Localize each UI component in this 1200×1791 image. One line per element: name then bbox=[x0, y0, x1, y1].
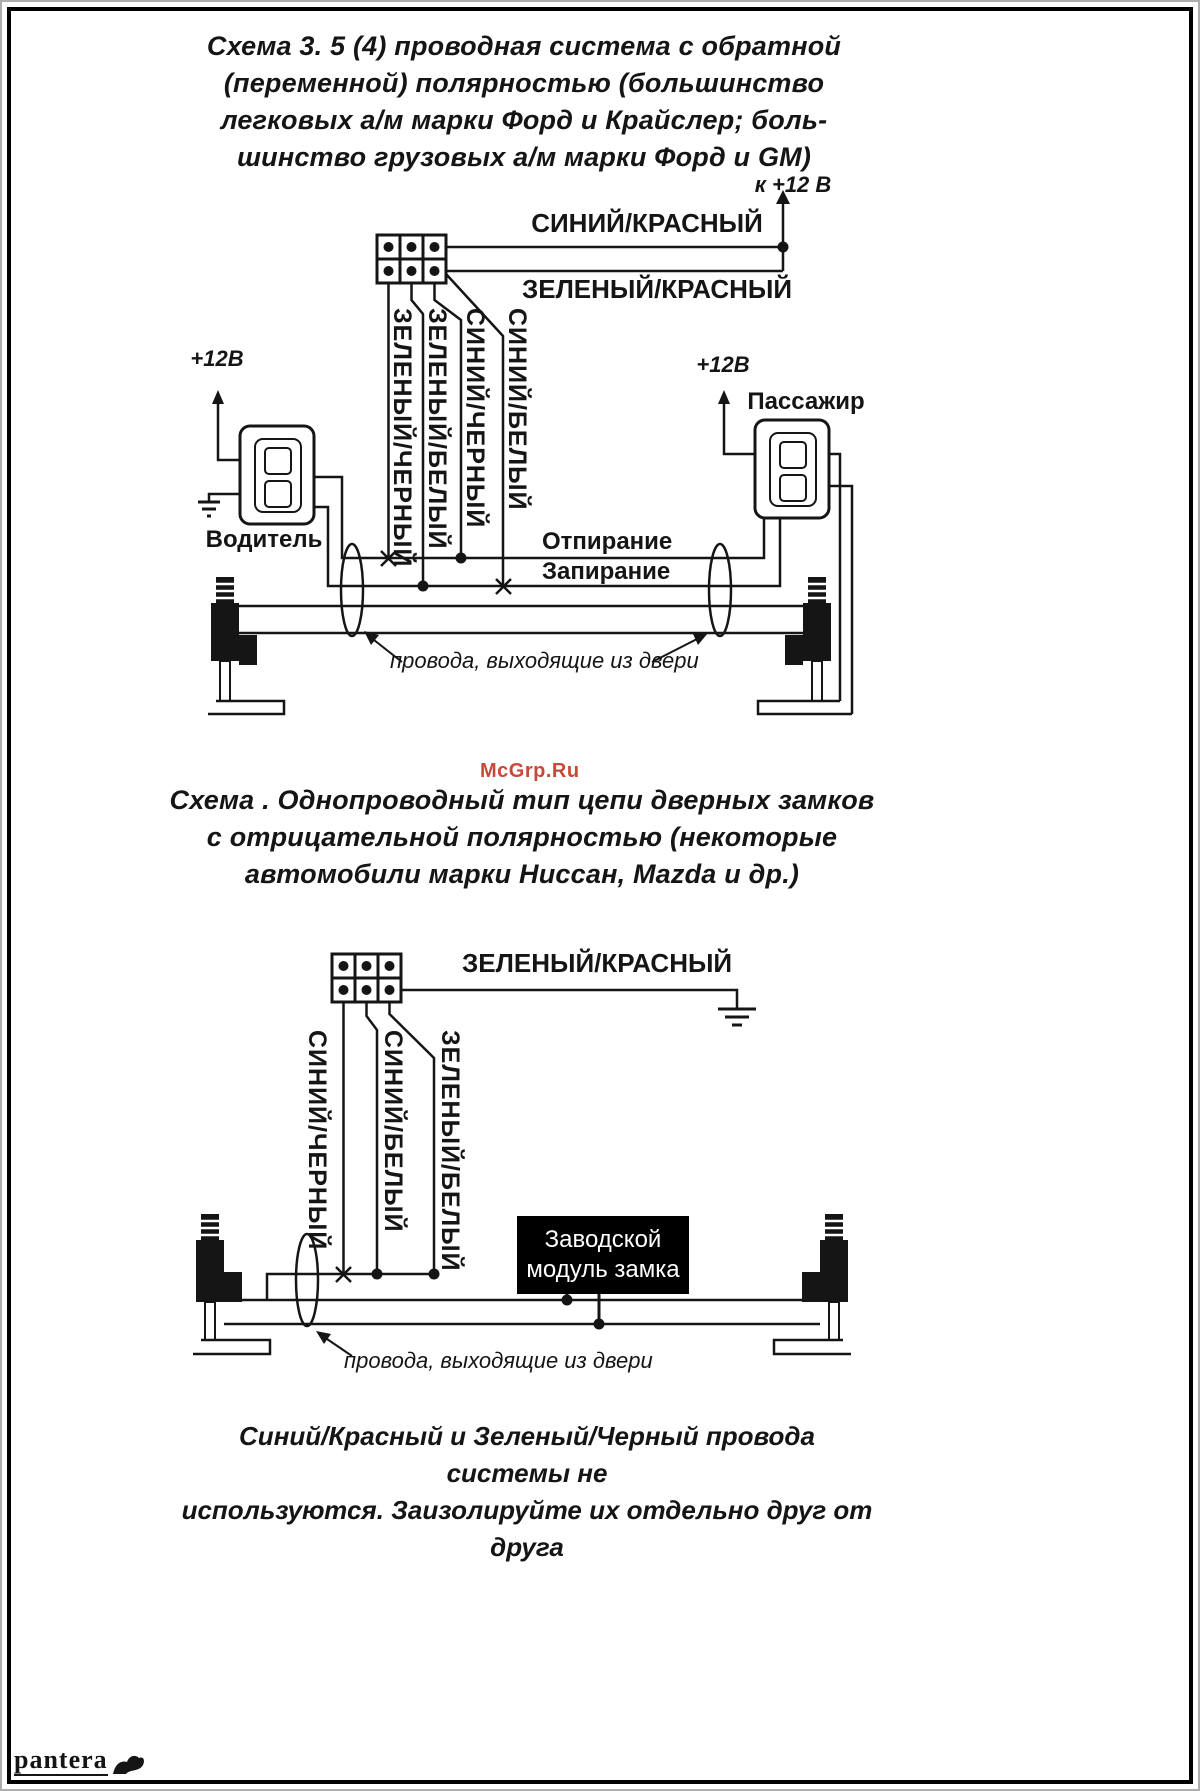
unlock-label: Отпирание bbox=[542, 528, 673, 555]
junction-dot bbox=[371, 1268, 383, 1280]
lock-wire-run bbox=[314, 505, 782, 588]
wire-blue-black-label: СИНИЙ/ЧЕРНЫЙ bbox=[461, 308, 489, 529]
wire-green-red-label-2: ЗЕЛЕНЫЙ/КРАСНЫЙ bbox=[462, 948, 733, 978]
grommet-right-1 bbox=[707, 542, 733, 638]
diagram2-title-line: автомобили марки Ниссан, Mazda и др.) bbox=[244, 859, 800, 889]
system-wire-drops-1 bbox=[387, 273, 505, 586]
diagram1-title-line: Схема 3. 5 (4) проводная система с обрат… bbox=[206, 31, 842, 61]
pantera-logo: pantera bbox=[12, 1744, 151, 1778]
wire-blue-black-label-2: СИНИЙ/ЧЕРНЫЙ bbox=[303, 1030, 331, 1251]
junction-dot bbox=[428, 1268, 440, 1280]
driver-supply-wires bbox=[198, 390, 240, 518]
factory-lock-module-box: Заводской модуль замка bbox=[517, 1216, 689, 1294]
up-arrow-icon bbox=[776, 190, 790, 204]
footnote: Синий/Красный и Зеленый/Черный провода с… bbox=[174, 1418, 880, 1566]
x-splice-icon bbox=[380, 550, 397, 567]
watermark: McGrp.Ru bbox=[480, 760, 580, 782]
splice-marks-1 bbox=[380, 550, 512, 595]
up-arrow-icon bbox=[212, 390, 224, 404]
door-note-arrows-1 bbox=[364, 631, 708, 663]
ground-wire-2 bbox=[401, 988, 756, 1027]
door-to-door-wires-2 bbox=[224, 1298, 820, 1326]
plus12-feed-wires bbox=[446, 190, 790, 273]
footnote-line: используются. Заизолируйте их отдельно д… bbox=[181, 1495, 873, 1562]
footnote-line: Синий/Красный и Зеленый/Черный провода с… bbox=[239, 1421, 815, 1488]
lock-label: Запирание bbox=[542, 558, 671, 585]
passenger-label: Пассажир bbox=[747, 388, 865, 415]
connector-block-2 bbox=[330, 952, 403, 1004]
arrow-icon bbox=[693, 633, 708, 645]
panther-icon bbox=[112, 1755, 144, 1774]
wire-blue-white-label: СИНИЙ/БЕЛЫЙ bbox=[503, 308, 531, 511]
tap-wire-2 bbox=[265, 1272, 434, 1300]
arrow-icon bbox=[364, 631, 379, 645]
diagram1-title-line: шинство грузовых а/м марки Форд и GM) bbox=[236, 142, 812, 172]
grommet-2 bbox=[294, 1232, 320, 1328]
diagram1-title-line: (переменной) полярностью (большинство bbox=[223, 68, 825, 98]
wire-green-white-label: ЗЕЛЕНЫЙ/БЕЛЫЙ bbox=[423, 308, 451, 550]
junction-dot bbox=[777, 241, 789, 253]
grommet-left-1 bbox=[339, 542, 365, 638]
door-lock-actuator-left-2 bbox=[193, 1214, 272, 1356]
unlock-wire-run bbox=[314, 475, 766, 560]
page-border bbox=[7, 7, 1193, 1784]
system-wire-drops-2 bbox=[342, 1002, 436, 1274]
junction-dot bbox=[417, 580, 429, 592]
door-lock-actuator-left-1 bbox=[208, 577, 286, 716]
wire-blue-white-label-2: СИНИЙ/БЕЛЫЙ bbox=[379, 1030, 407, 1233]
plus12-left-label: +12В bbox=[190, 346, 244, 371]
driver-switch-icon bbox=[238, 424, 316, 526]
ground-icon bbox=[718, 1007, 756, 1027]
diagram2-title: Схема . Однопроводный тип цепи дверных з… bbox=[152, 782, 892, 893]
diagram1-title-line: легковых а/м марки Форд и Крайслер; боль… bbox=[220, 105, 828, 135]
driver-label: Водитель bbox=[205, 526, 323, 553]
door-wires-note-2: провода, выходящие из двери bbox=[344, 1348, 653, 1373]
connector-block-1 bbox=[375, 233, 448, 285]
passenger-supply-wire bbox=[718, 390, 755, 456]
passenger-switch-icon bbox=[753, 418, 831, 520]
wire-green-red-label: ЗЕЛЕНЫЙ/КРАСНЫЙ bbox=[521, 274, 793, 304]
to-plus12-label: к +12 В bbox=[754, 172, 832, 197]
plus12-right-label: +12В bbox=[696, 352, 750, 377]
wire-green-white-label-2: ЗЕЛЕНЫЙ/БЕЛЫЙ bbox=[436, 1030, 464, 1272]
door-wires-note-1: провода, выходящие из двери bbox=[390, 648, 699, 673]
junction-dot bbox=[455, 552, 467, 564]
up-arrow-icon bbox=[718, 390, 730, 404]
door-lock-actuator-right-1 bbox=[756, 577, 852, 716]
wire-blue-red-label: СИНИЙ/КРАСНЫЙ bbox=[531, 208, 763, 238]
arrow-icon bbox=[316, 1331, 331, 1344]
passenger-switch-to-actuator-wires bbox=[829, 452, 854, 714]
x-splice-icon bbox=[495, 578, 512, 595]
diagram2-title-line: Схема . Однопроводный тип цепи дверных з… bbox=[169, 785, 875, 815]
diagram1-title: Схема 3. 5 (4) проводная система с обрат… bbox=[170, 28, 878, 176]
ground-icon bbox=[198, 500, 220, 518]
diagram1-graphics bbox=[198, 190, 854, 716]
diagram2-graphics bbox=[193, 952, 851, 1357]
x-splice-icon bbox=[335, 1266, 352, 1283]
wire-green-black-label: ЗЕЛЕНЫЙ/ЧЕРНЫЙ bbox=[388, 308, 416, 568]
connector-pins bbox=[383, 242, 440, 276]
pantera-logo-text: pantera bbox=[14, 1745, 108, 1776]
door-note-arrow-2 bbox=[316, 1331, 353, 1357]
door-to-door-wires-1 bbox=[239, 604, 803, 635]
door-lock-actuator-right-2 bbox=[772, 1214, 851, 1356]
splice-marks-2 bbox=[335, 1266, 440, 1283]
diagram2-title-line: с отрицательной полярностью (некоторые bbox=[206, 822, 838, 852]
connector-pins bbox=[338, 961, 395, 995]
